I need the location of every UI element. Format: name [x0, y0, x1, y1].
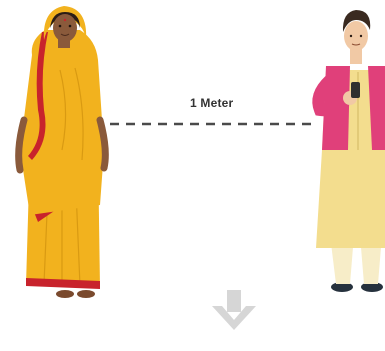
arrow-down-icon	[212, 290, 256, 330]
woman-figure	[19, 6, 106, 298]
distance-label: 1 Meter	[190, 96, 233, 110]
man-right-eye	[360, 35, 362, 37]
man-figure	[316, 10, 385, 292]
man-left-eye	[350, 35, 352, 37]
woman-bindi	[64, 19, 66, 21]
man-phone	[351, 82, 360, 98]
arrow-shaft	[227, 290, 241, 312]
man-face	[344, 21, 368, 51]
woman-right-eye	[69, 25, 72, 28]
woman-left-eye	[59, 25, 62, 28]
woman-face	[53, 14, 77, 42]
woman-pallu	[20, 30, 104, 215]
woman-left-foot	[56, 290, 74, 298]
woman-right-foot	[77, 290, 95, 298]
